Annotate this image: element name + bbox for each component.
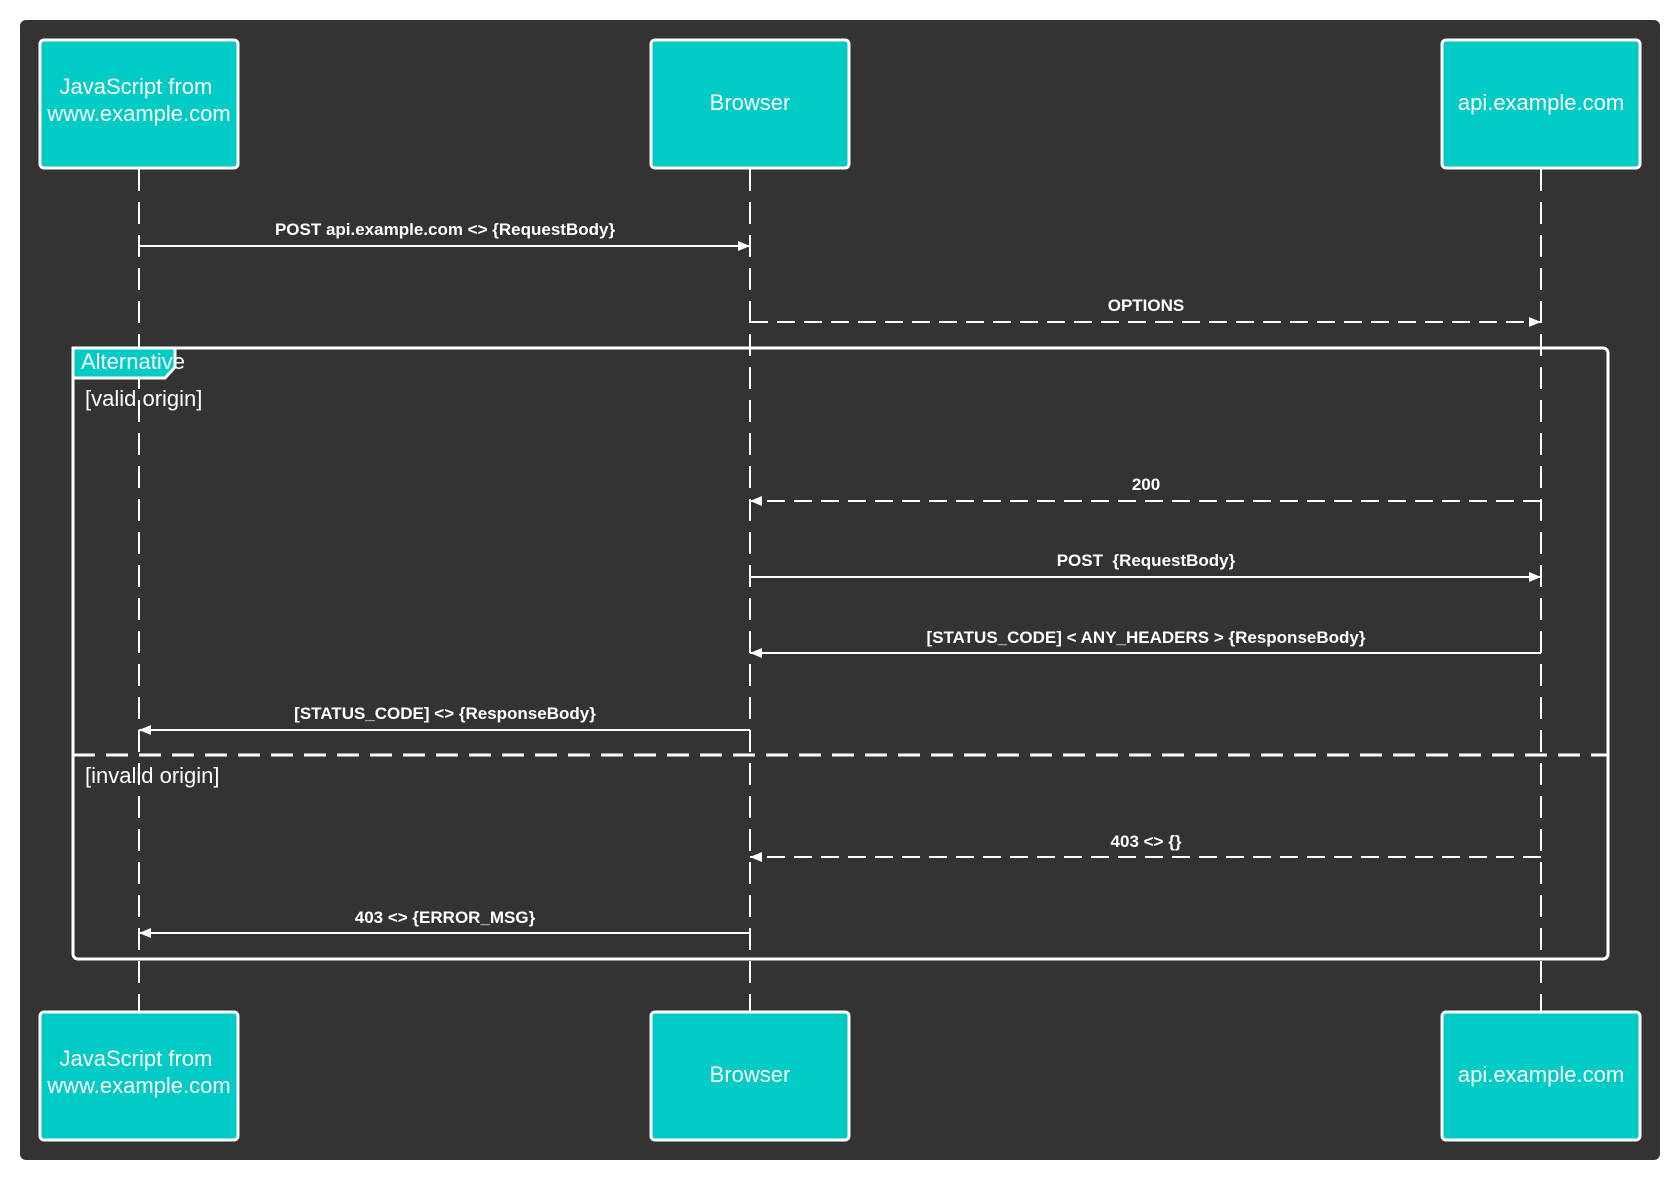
message-label: POST {RequestBody} xyxy=(1057,551,1236,570)
actor-label: api.example.com xyxy=(1458,90,1624,115)
message-label: OPTIONS xyxy=(1108,296,1185,315)
message-200: 200 xyxy=(750,475,1541,506)
actor-label-line: Browser xyxy=(710,90,791,115)
frame-label: Alternative xyxy=(81,349,185,374)
actor-label-line: JavaScript from xyxy=(60,74,213,99)
message-status-headers: [STATUS_CODE] < ANY_HEADERS > {ResponseB… xyxy=(750,628,1541,658)
frame-label-tab xyxy=(71,346,177,380)
messages: POST api.example.com <> {RequestBody} OP… xyxy=(139,220,1541,938)
condition-invalid-origin: [invalid origin] xyxy=(85,763,220,788)
actor-label-line: www.example.com xyxy=(46,101,230,126)
message-label: 200 xyxy=(1132,475,1160,494)
actor-label: api.example.com xyxy=(1458,1062,1624,1087)
actor-js-top: JavaScript from www.example.com xyxy=(38,38,240,170)
actor-label: Browser xyxy=(710,1062,791,1087)
actor-api-top: api.example.com xyxy=(1440,38,1642,170)
frame-border xyxy=(71,346,1610,961)
message-status-response: [STATUS_CODE] <> {ResponseBody} xyxy=(139,704,750,735)
actor-label-line: www.example.com xyxy=(46,1073,230,1098)
message-403-empty: 403 <> {} xyxy=(750,832,1541,862)
actor-js-bottom: JavaScript from www.example.com xyxy=(38,1010,240,1142)
alternative-frame: Alternative [valid origin] [invalid orig… xyxy=(71,346,1610,961)
actor-box xyxy=(649,1010,851,1142)
actor-box xyxy=(649,38,851,170)
message-403-error: 403 <> {ERROR_MSG} xyxy=(139,908,750,938)
actor-box xyxy=(1440,38,1642,170)
message-label: 403 <> {ERROR_MSG} xyxy=(355,908,536,927)
diagram-background xyxy=(20,20,1660,1160)
actor-label: JavaScript from www.example.com xyxy=(46,1046,230,1098)
message-post-request: POST api.example.com <> {RequestBody} xyxy=(139,220,750,251)
actor-label: JavaScript from www.example.com xyxy=(46,74,230,126)
lifelines xyxy=(138,169,1542,1011)
actor-box xyxy=(38,1010,240,1142)
actor-label-line: api.example.com xyxy=(1458,90,1624,115)
actor-label-line: api.example.com xyxy=(1458,1062,1624,1087)
actor-label-line: JavaScript from xyxy=(60,1046,213,1071)
actor-box xyxy=(1440,1010,1642,1142)
message-label: [STATUS_CODE] <> {ResponseBody} xyxy=(294,704,596,723)
message-label: POST api.example.com <> {RequestBody} xyxy=(275,220,616,239)
message-options: OPTIONS xyxy=(750,296,1541,327)
condition-valid-origin: [valid origin] xyxy=(85,386,202,411)
message-label: 403 <> {} xyxy=(1111,832,1182,851)
actor-browser-top: Browser xyxy=(649,38,851,170)
actor-label: Browser xyxy=(710,90,791,115)
message-post-body: POST {RequestBody} xyxy=(750,551,1541,582)
actor-api-bottom: api.example.com xyxy=(1440,1010,1642,1142)
actor-box xyxy=(38,38,240,170)
message-label: [STATUS_CODE] < ANY_HEADERS > {ResponseB… xyxy=(927,628,1366,647)
actor-label-line: Browser xyxy=(710,1062,791,1087)
actor-browser-bottom: Browser xyxy=(649,1010,851,1142)
